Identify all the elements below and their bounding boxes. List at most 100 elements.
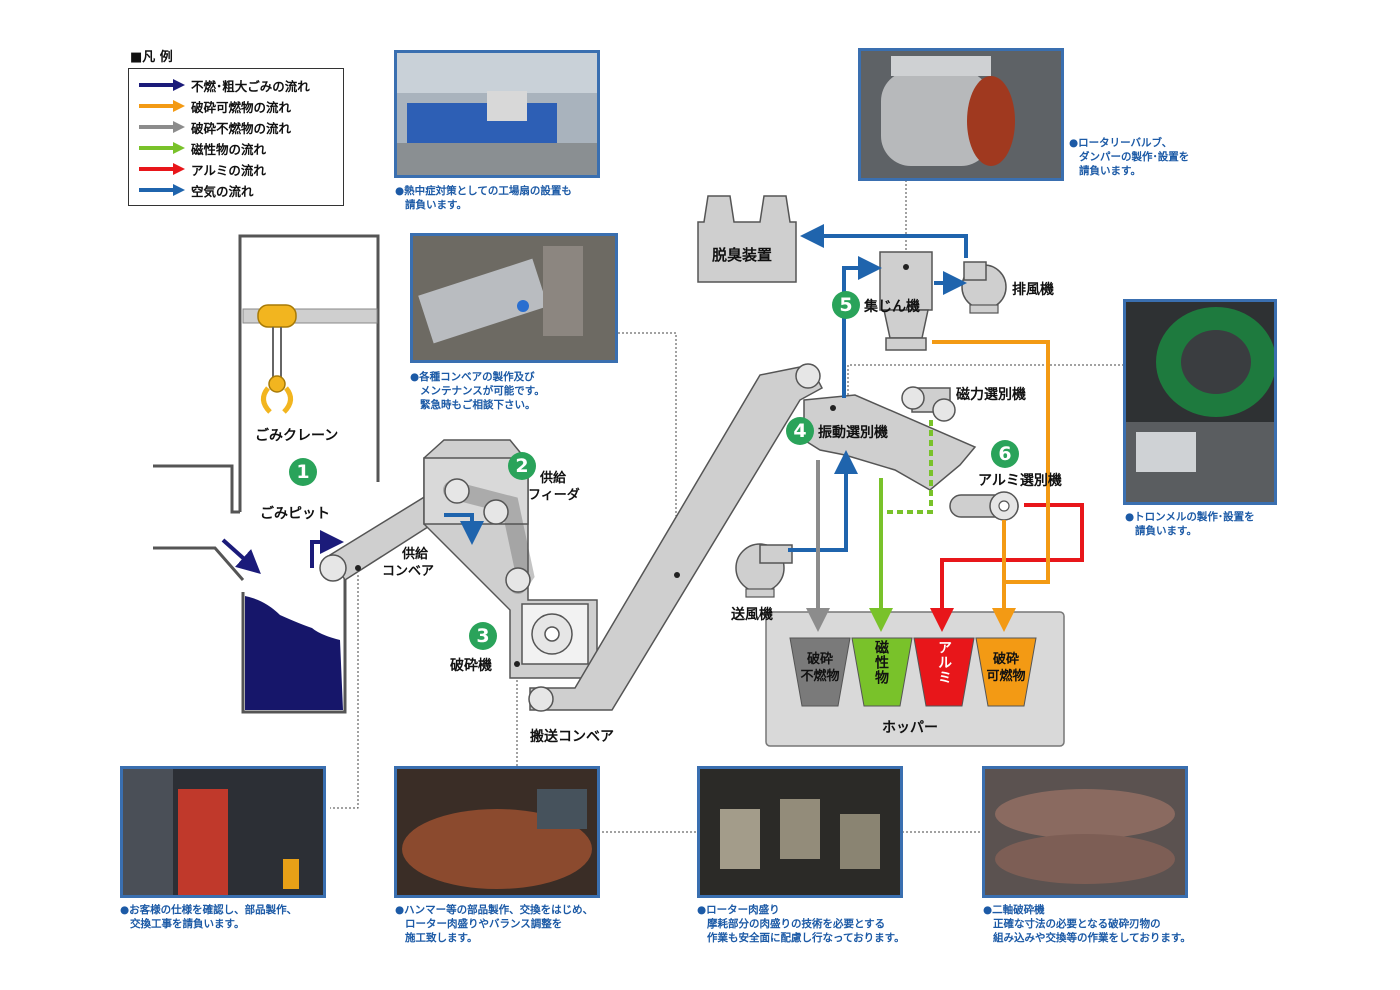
caption-rotor: ●ローター肉盛り 摩耗部分の肉盛りの技術を必要とする 作業も安全面に配慮し行なっ…	[697, 903, 905, 945]
caption-line: 請負います。	[405, 199, 467, 211]
caption-fan: ●熱中症対策としての工場扇の設置も 請負います。	[395, 184, 572, 212]
exhaust-fan-icon	[961, 261, 1007, 314]
label-deodorizer: 脱臭装置	[712, 246, 773, 264]
label-dust-collector: 集じん機	[864, 299, 920, 315]
caption-shredder: ●二軸破砕機 正確な寸法の必要となる破砕刃物の 組み込みや交換等の作業をしており…	[983, 903, 1191, 945]
label-blower: 送風機	[731, 607, 773, 623]
photo-factory-fan	[394, 50, 600, 178]
feeder-flow-arrow	[444, 513, 484, 545]
legend-label: アルミの流れ	[191, 163, 266, 178]
arrow-icon	[139, 121, 185, 133]
label-feeder: 供給 フィーダ	[528, 470, 580, 504]
arrow-icon	[139, 163, 185, 175]
step-number-6: 6	[991, 440, 1019, 468]
legend-label: 不燃･粗大ごみの流れ	[191, 79, 310, 94]
legend: 不燃･粗大ごみの流れ 破砕可燃物の流れ 破砕不燃物の流れ 磁性物の流れ アルミの…	[128, 68, 344, 206]
aluminum-flow	[930, 503, 1084, 632]
caption-hammer: ●ハンマー等の部品製作、交換をはじめ、 ローター肉盛りやバランス調整を 施工致し…	[395, 903, 593, 945]
dotted-connectors	[330, 180, 1125, 833]
aluminum-separator	[949, 491, 1019, 521]
label-feeder-line2: フィーダ	[528, 488, 580, 503]
hopper-magnetic	[851, 637, 913, 707]
label-aluminum-separator: アルミ選別機	[978, 473, 1062, 489]
photo-rotary-valve	[858, 48, 1064, 181]
vibrating-separator	[803, 394, 977, 491]
caption-valve: ●ロータリーバルブ、 ダンパーの製作･設置を 請負います。	[1069, 136, 1189, 178]
caption-line: メンテナンスが可能です。	[420, 385, 545, 397]
waste-arrow-in	[221, 538, 261, 575]
label-vibrating-separator: 振動選別機	[818, 425, 888, 441]
caption-line: ダンパーの製作･設置を	[1079, 151, 1190, 163]
step-number-1: 1	[289, 458, 317, 486]
deodorizer-icon	[697, 195, 797, 283]
photo-trommel	[1123, 299, 1277, 505]
hopper-label-incombustible-line2: 不燃物	[800, 669, 840, 684]
connector-conveyor	[618, 332, 677, 575]
air-flow-blower	[788, 450, 858, 552]
hopper-label-incombustible-line1: 破砕	[806, 652, 833, 667]
hopper-label-incombustible: 破砕 不燃物	[794, 651, 846, 685]
transport-conveyor	[528, 363, 824, 712]
connector-trommel	[833, 364, 1125, 409]
caption-line: ●トロンメルの製作･設置を	[1125, 511, 1255, 523]
caption-line: 作業も安全面に配慮し行なっております。	[707, 932, 905, 944]
caption-line: ●二軸破砕機	[983, 904, 1045, 916]
label-exhaust-fan: 排風機	[1012, 282, 1054, 298]
dust-collector	[879, 251, 933, 351]
combustible-flow-collector	[932, 340, 1050, 584]
connector-parts	[330, 575, 359, 809]
arrow-icon	[139, 184, 185, 196]
photo-hammer	[394, 766, 600, 898]
label-magnetic-separator: 磁力選別機	[956, 387, 1026, 403]
caption-trommel: ●トロンメルの製作･設置を 請負います。	[1125, 510, 1255, 538]
caption-line: ●各種コンベアの製作及び	[410, 371, 535, 383]
label-crusher: 破砕機	[450, 658, 492, 674]
legend-label: 空気の流れ	[191, 184, 254, 199]
caption-line: 緊急時もご相談下さい。	[420, 399, 536, 411]
crane-building	[153, 234, 380, 514]
caption-line: 組み込みや交換等の作業をしております。	[993, 932, 1191, 944]
waste-arrow-up	[310, 530, 344, 568]
arrow-icon	[139, 100, 185, 112]
caption-line: 交換工事を請負います。	[130, 918, 245, 930]
caption-line: ●熱中症対策としての工場扇の設置も	[395, 185, 572, 197]
caption-line: ローター肉盛りやバランス調整を	[405, 918, 563, 930]
legend-label: 破砕不燃物の流れ	[191, 121, 292, 136]
caption-line: ●ハンマー等の部品製作、交換をはじめ、	[395, 904, 594, 916]
hopper-label-aluminum: アルミ	[936, 640, 952, 685]
label-feed-conveyor: 供給 コンベア	[382, 546, 434, 580]
hopper-label-magnetic: 磁性物	[873, 640, 889, 685]
caption-parts: ●お客様の仕様を確認し、部品製作、 交換工事を請負います。	[120, 903, 297, 931]
air-flow-to-collector	[842, 256, 882, 398]
hopper-label-combustible: 破砕 可燃物	[980, 651, 1032, 685]
arrow-icon	[139, 79, 185, 91]
step-number-5: 5	[832, 291, 860, 319]
waste-pit	[153, 546, 347, 714]
caption-line: 請負います。	[1079, 165, 1141, 177]
caption-line: 摩耗部分の肉盛りの技術を必要とする	[707, 918, 886, 930]
caption-line: 施工致します。	[405, 932, 478, 944]
arrow-icon	[139, 142, 185, 154]
label-crane: ごみクレーン	[255, 428, 339, 444]
feeder-crusher-body	[423, 439, 598, 679]
hopper-label-combustible-line2: 可燃物	[986, 669, 1026, 684]
label-feed-conveyor-line1: 供給	[402, 547, 429, 562]
blower-icon	[735, 543, 793, 598]
hopper-label-combustible-line1: 破砕	[992, 652, 1019, 667]
legend-title: ■凡 例	[130, 50, 173, 65]
label-transport-conveyor: 搬送コンベア	[530, 729, 614, 745]
caption-line: ●ロータリーバルブ、	[1069, 137, 1173, 149]
legend-label: 磁性物の流れ	[191, 142, 267, 157]
step-number-3: 3	[469, 622, 497, 650]
crane-icon	[257, 304, 297, 414]
caption-line: 正確な寸法の必要となる破砕刃物の	[993, 918, 1161, 930]
caption-line: ●ローター肉盛り	[697, 904, 780, 916]
hopper-combustible	[975, 637, 1037, 707]
caption-conveyor: ●各種コンベアの製作及び メンテナンスが可能です。 緊急時もご相談下さい。	[410, 370, 545, 412]
label-feeder-line1: 供給	[540, 471, 567, 486]
magnetic-flow-dashed	[881, 420, 933, 514]
photo-rotor	[697, 766, 903, 898]
magnetic-separator	[901, 386, 956, 422]
label-pit: ごみピット	[260, 506, 330, 522]
